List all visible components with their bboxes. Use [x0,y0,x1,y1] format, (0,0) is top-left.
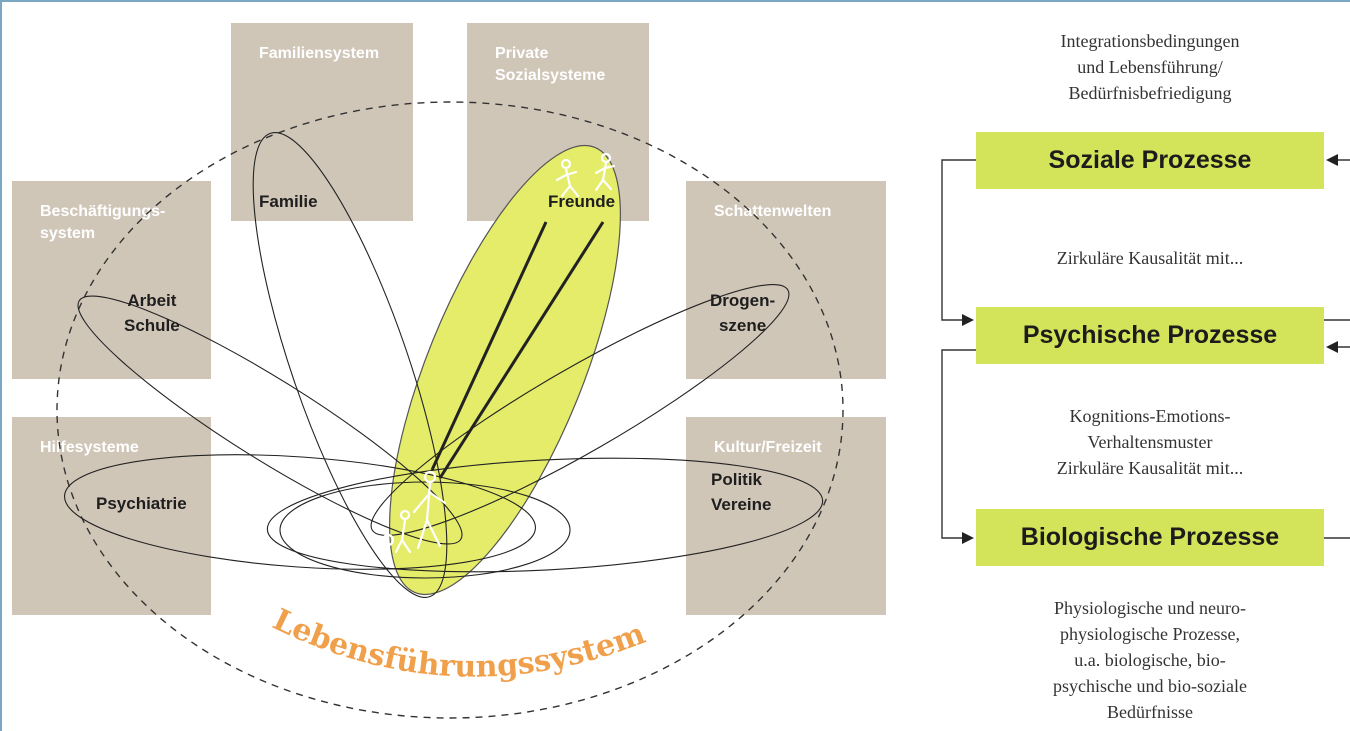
node-psychiatrie: Psychiatrie [96,494,187,513]
title-beschaeftigungssystem: Beschäftigungs- system [40,203,166,242]
title-familiensystem: Familiensystem [259,45,380,62]
box-schattenwelten: Schattenwelten [686,181,886,379]
person-with-child-icon [381,470,447,554]
life-system-label: Lebensführungssystem [267,602,650,684]
box-familiensystem: Familiensystem [231,23,413,221]
work-connection-ellipse [77,295,463,545]
family-connection-ellipse [252,132,448,598]
soziale-prozesse-box: Soziale Prozesse [976,132,1324,189]
node-arbeit-schule: Arbeit Schule [124,291,180,335]
psychische-prozesse-box: Psychische Prozesse [976,307,1324,364]
box-kultur-freizeit: Kultur/Freizeit [686,417,886,615]
box-beschaeftigungssystem: Beschäftigungs- system [12,181,211,379]
process-connectors [941,154,1350,544]
left-connector-2 [941,349,976,539]
box-hilfesysteme: Hilfesysteme [12,417,211,615]
node-drogenszene: Drogen- szene [710,291,776,335]
left-connector-1 [941,159,976,321]
left-arrow-1 [962,314,974,326]
circular-causality-text-2: Kognitions-Emotions- Verhaltensmuster Zi… [1056,406,1244,478]
life-system-diagram: Lebensführungssystem [56,101,844,719]
friend-tie-line-1 [430,221,548,471]
drugs-connection-ellipse [370,284,790,536]
center-ellipse [279,481,571,579]
circular-causality-text-1: Zirkuläre Kausalität mit... [1056,248,1244,268]
title-private-sozialsysteme: Private Sozialsysteme [495,45,606,84]
friends-figures-icon [555,152,616,198]
integration-header: Integrationsbedingungen und Lebensführun… [1060,31,1240,103]
node-politik-vereine: Politik Vereine [711,470,772,514]
friend-tie-line-2 [438,221,605,479]
frame-top-border [0,0,1350,2]
title-kultur-freizeit: Kultur/Freizeit [714,439,822,456]
physiology-footer-text: Physiologische und neuro- physiologische… [1053,598,1247,722]
left-arrow-2 [962,532,974,544]
life-system-boundary [56,101,844,719]
right-arrow-2 [1326,341,1338,353]
node-familie: Familie [259,192,318,211]
frame-left-border [0,0,2,731]
title-schattenwelten: Schattenwelten [714,203,832,220]
title-hilfesysteme: Hilfesysteme [40,439,139,456]
politics-connection-ellipse [266,457,824,573]
right-arrow-1 [1326,154,1338,166]
psychiatry-connection-ellipse [63,454,537,570]
friends-highlight-ellipse [389,144,621,596]
node-freunde: Freunde [548,192,616,211]
biologische-prozesse-box: Biologische Prozesse [976,509,1324,566]
